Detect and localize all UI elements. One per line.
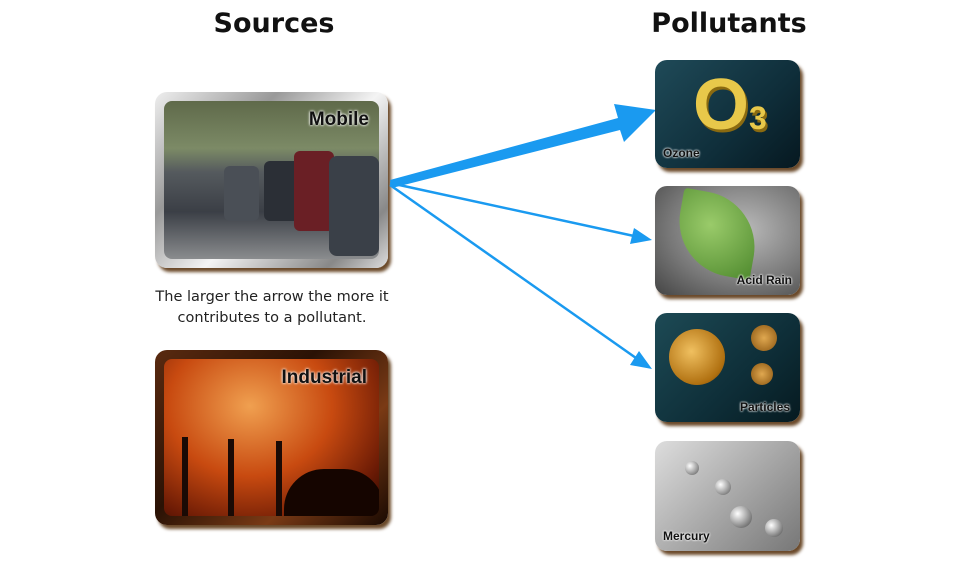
mercury-droplet xyxy=(685,461,699,475)
ozone-subscript: 3 xyxy=(749,100,767,136)
ozone-symbol: O3 xyxy=(693,64,767,146)
arrow-mobile-to-particles xyxy=(389,183,637,360)
pollutant-label: Ozone xyxy=(663,146,700,160)
pollutant-particles-card: Particles xyxy=(655,313,800,422)
mercury-droplet xyxy=(730,506,752,528)
traffic-image: Mobile xyxy=(164,101,379,259)
pollutant-label: Mercury xyxy=(663,529,710,543)
pollutant-label: Particles xyxy=(739,400,790,414)
caption: The larger the arrow the more it contrib… xyxy=(122,287,422,329)
ozone-o: O xyxy=(693,65,750,145)
pollutant-label: Acid Rain xyxy=(736,273,792,287)
particle-image xyxy=(669,329,725,385)
arrowhead xyxy=(630,351,652,369)
source-label: Industrial xyxy=(281,367,367,388)
sources-heading: Sources xyxy=(213,8,335,39)
source-label: Mobile xyxy=(308,109,369,130)
mercury-droplet xyxy=(715,479,731,495)
mercury-droplet xyxy=(765,519,783,537)
caption-line: The larger the arrow the more it xyxy=(155,289,389,305)
pollutant-ozone-card: O3 Ozone xyxy=(655,60,800,168)
pollutant-mercury-card: Mercury xyxy=(655,441,800,551)
arrow-mobile-to-acid-rain xyxy=(389,181,635,238)
particle-image xyxy=(751,325,777,351)
source-industrial-card: Industrial xyxy=(155,350,388,525)
smokestacks-image: Industrial xyxy=(164,359,379,516)
pollutants-heading: Pollutants xyxy=(651,8,807,39)
source-mobile-card: Mobile xyxy=(155,92,388,268)
arrowhead xyxy=(630,228,652,244)
arrow-mobile-to-ozone xyxy=(390,104,656,188)
caption-line: contributes to a pollutant. xyxy=(177,310,367,326)
pollutant-acid-rain-card: Acid Rain xyxy=(655,186,800,295)
particle-image xyxy=(751,363,773,385)
leaf-image xyxy=(670,187,764,281)
